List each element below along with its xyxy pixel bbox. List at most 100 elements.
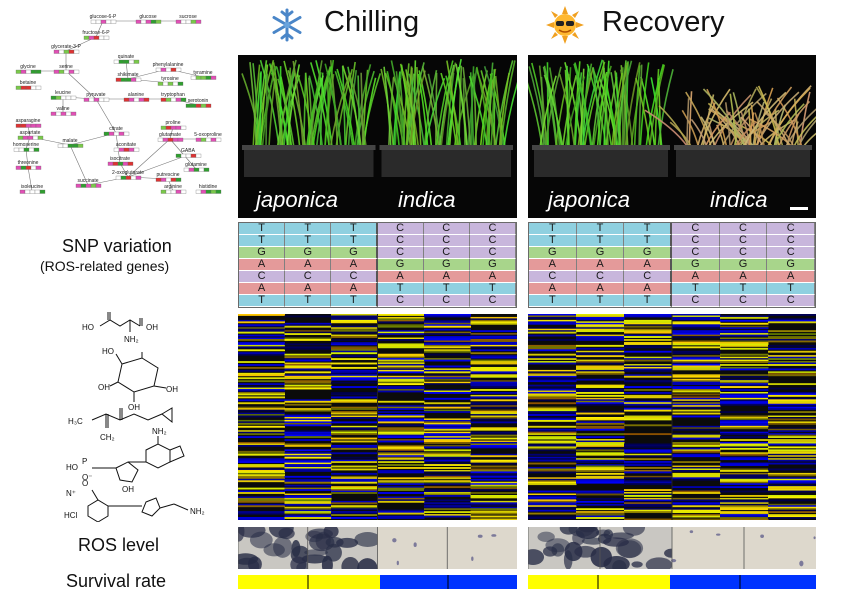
pathway-node-label: homoserine bbox=[13, 142, 39, 148]
snp-cell: A bbox=[529, 283, 577, 295]
heatmap-chilling bbox=[238, 314, 517, 520]
pathway-node-label: phenylalanine bbox=[153, 62, 184, 68]
snp-cell: G bbox=[576, 247, 625, 259]
snp-cell: C bbox=[377, 223, 424, 235]
glucose-structure bbox=[109, 352, 167, 402]
molecule-label: HO bbox=[82, 323, 94, 332]
snp-cell: C bbox=[469, 223, 516, 235]
molecule-label: OH bbox=[166, 385, 178, 394]
amp-structure bbox=[92, 436, 185, 483]
snp-cell: T bbox=[285, 223, 332, 235]
snp-cell: T bbox=[624, 235, 672, 247]
snp-cell: T bbox=[576, 223, 625, 235]
pathway-node-label: asparagine bbox=[16, 118, 41, 124]
pathway-node-label: glutamine bbox=[185, 162, 207, 168]
survival-bar-chilling bbox=[238, 575, 517, 589]
pathway-node-label: glycine bbox=[20, 64, 36, 70]
snp-cell: C bbox=[239, 271, 286, 283]
molecule-label: O bbox=[82, 479, 88, 488]
ros-staining-chilling bbox=[238, 527, 517, 569]
pathway-node-label: tryptophan bbox=[161, 92, 185, 98]
pathway-node-label: tyramine bbox=[193, 70, 212, 76]
snp-cell: C bbox=[719, 295, 768, 307]
snp-cell: G bbox=[331, 247, 378, 259]
snp-cell: T bbox=[331, 235, 378, 247]
snp-cell: C bbox=[423, 295, 470, 307]
snp-cell: T bbox=[624, 295, 672, 307]
snp-cell: A bbox=[331, 283, 378, 295]
snp-cell: C bbox=[576, 271, 625, 283]
pathway-node-label: shikimate bbox=[117, 72, 138, 78]
snp-cell: T bbox=[529, 295, 577, 307]
pathway-node-label: proline bbox=[165, 120, 180, 126]
sun-with-sunglasses-icon bbox=[546, 6, 584, 44]
pathway-node-label: serotonin bbox=[188, 98, 209, 104]
survival-bar-recovery bbox=[528, 575, 816, 589]
pathway-node-label: glycerate-3-P bbox=[51, 44, 81, 50]
snp-cell: G bbox=[719, 259, 768, 271]
pathway-node-label: quinate bbox=[118, 54, 135, 60]
snp-cell: A bbox=[331, 259, 378, 271]
snp-variation-label: SNP variation bbox=[62, 236, 172, 256]
snp-cell: C bbox=[624, 271, 672, 283]
snp-cell: T bbox=[377, 283, 424, 295]
snp-cell: T bbox=[576, 295, 625, 307]
snp-cell: C bbox=[285, 271, 332, 283]
snp-cell: C bbox=[377, 235, 424, 247]
snp-cell: G bbox=[672, 259, 720, 271]
pathway-node-label: 2-oxoglutarate bbox=[112, 170, 144, 176]
snp-cell: C bbox=[767, 295, 815, 307]
snp-cell: C bbox=[767, 247, 815, 259]
snp-cell: G bbox=[767, 259, 815, 271]
pathway-node-label: succinate bbox=[77, 178, 98, 184]
survival-rate-label: Survival rate bbox=[66, 571, 167, 591]
pathway-node-label: fructose-6-P bbox=[82, 30, 110, 36]
molecule-label: O⁻ bbox=[82, 473, 92, 482]
molecule-label: N⁺ bbox=[66, 489, 76, 498]
snp-cell: C bbox=[672, 295, 720, 307]
pathway-node-label: valine bbox=[56, 106, 69, 112]
snp-cell: C bbox=[672, 235, 720, 247]
pathway-node-label: isoleucine bbox=[21, 184, 43, 190]
scale-bar bbox=[790, 207, 808, 210]
pathway-node-label: glucose bbox=[139, 14, 156, 20]
snp-cell: A bbox=[469, 271, 516, 283]
pathway-node-label: sucrose bbox=[179, 14, 197, 20]
pathway-node-label: GABA bbox=[181, 148, 196, 154]
snp-cell: T bbox=[285, 295, 332, 307]
snp-cell: C bbox=[672, 247, 720, 259]
pathway-node-label: aspartate bbox=[20, 130, 41, 136]
snp-cell: C bbox=[767, 235, 815, 247]
pathway-node-label: glucose-6-P bbox=[90, 14, 117, 20]
snp-cell: C bbox=[331, 271, 378, 283]
snp-cell: A bbox=[624, 283, 672, 295]
chilling-header: Chilling bbox=[324, 6, 420, 38]
molecule-label: HO bbox=[102, 347, 114, 356]
snp-cell: T bbox=[285, 235, 332, 247]
pathway-node-label: pyruvate bbox=[86, 92, 105, 98]
molecule-label: HCl bbox=[64, 511, 78, 520]
molecule-label: OH bbox=[146, 323, 158, 332]
snp-cell: C bbox=[423, 235, 470, 247]
photo-label-japonica: japonica bbox=[256, 187, 338, 212]
snp-cell: C bbox=[719, 235, 768, 247]
snp-cell: A bbox=[624, 259, 672, 271]
molecule-label: OH bbox=[128, 403, 140, 412]
snp-cell: A bbox=[285, 283, 332, 295]
molecule-label: OH bbox=[122, 485, 134, 494]
snp-cell: T bbox=[331, 295, 378, 307]
chilling-plant-photo: japonica indica bbox=[238, 55, 517, 218]
pathway-node-label: threonine bbox=[18, 160, 39, 166]
snp-cell: T bbox=[529, 223, 577, 235]
snp-cell: A bbox=[529, 259, 577, 271]
snp-cell: T bbox=[239, 223, 286, 235]
snowflake-icon bbox=[270, 8, 304, 42]
snp-cell: G bbox=[239, 247, 286, 259]
snp-cell: C bbox=[469, 247, 516, 259]
snp-cell: G bbox=[285, 247, 332, 259]
snp-cell: A bbox=[719, 271, 768, 283]
molecule-label: NH₂ bbox=[190, 507, 205, 516]
pathway-node-label: serine bbox=[59, 64, 73, 70]
molecule-label: P bbox=[82, 457, 87, 466]
